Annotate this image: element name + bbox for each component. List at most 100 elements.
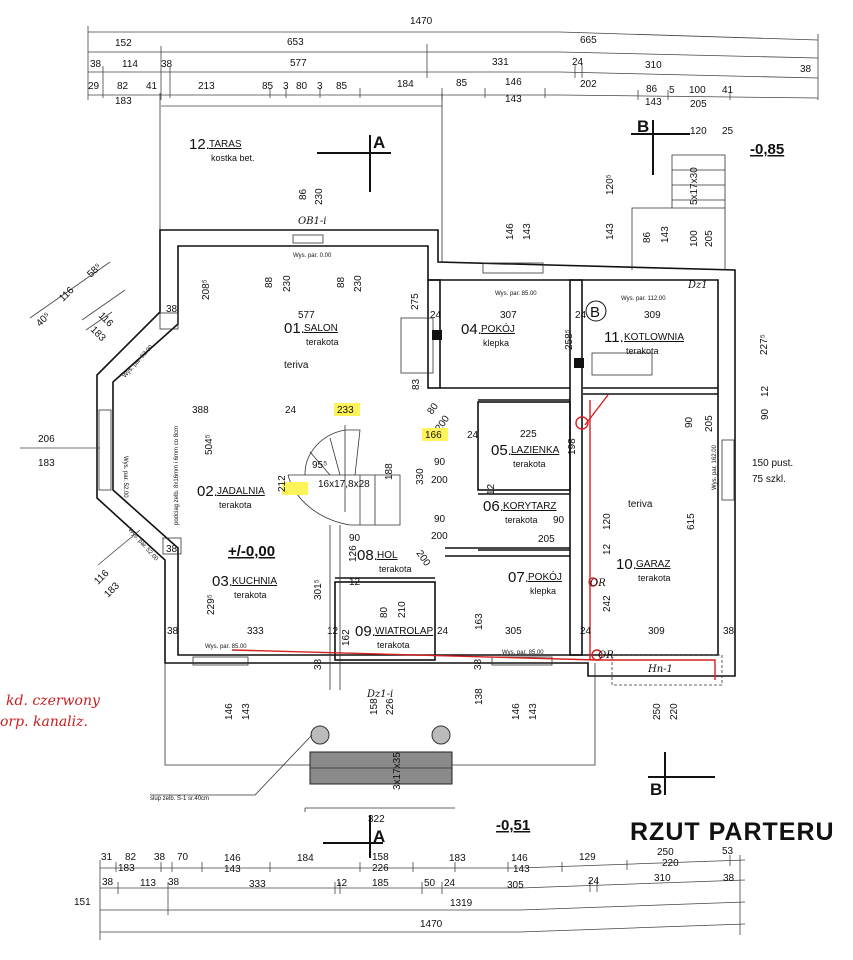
bottom-dimension-label: 183 [118, 863, 135, 874]
interior-dimension-label: 143 [528, 703, 539, 720]
top-dimension-label: 152 [115, 38, 132, 49]
interior-dimension-label: 309 [644, 310, 661, 321]
interior-dimension-label: 242 [602, 595, 613, 612]
terrace-outline [159, 93, 443, 262]
interior-dimension-label: 146 [505, 223, 516, 240]
interior-dimension-label: 138 [474, 688, 485, 705]
interior-dimension-label: 86 [298, 188, 309, 200]
interior-dimension-label: 12 [486, 483, 497, 495]
room-finish: terakota [379, 564, 412, 574]
interior-dimension-label: 24 [580, 626, 592, 637]
interior-dimension-label: 12 [602, 543, 613, 555]
top-dimension-label: 665 [580, 35, 597, 46]
room-number: 04. [461, 321, 482, 338]
bottom-dimension-label: 310 [654, 873, 671, 884]
bottom-dimension-label: 82 [125, 852, 137, 863]
element-code: OR [590, 578, 606, 589]
interior-dimension-label: 86 [642, 231, 653, 243]
interior-dimension-label: 205 [704, 230, 715, 247]
interior-dimension-label: 198 [567, 438, 578, 455]
room-finish: kostka bet. [211, 153, 255, 163]
interior-dimension-label: 301⁵ [313, 579, 324, 600]
garage-side-stairs [631, 154, 726, 270]
room-name: SALON [304, 323, 338, 334]
room-name: KUCHNIA [232, 576, 277, 587]
bottom-dimension-label: 113 [140, 878, 156, 889]
interior-dimension-label: 162 [341, 629, 352, 646]
interior-dimension-label: 200 [431, 475, 448, 486]
room-finish: terakota [505, 515, 538, 525]
interior-dimension-label: 146 [511, 703, 522, 720]
handwritten-note: orp. kanaliz. [0, 714, 88, 730]
interior-dimension-label: 230 [282, 275, 293, 292]
room-finish: terakota [219, 500, 252, 510]
top-dimension-label: 85 [336, 81, 348, 92]
stair-spec-label: 5x17x30 [689, 167, 700, 205]
top-dimension-label: 38 [90, 59, 102, 70]
interior-dimension-label: 158 [369, 698, 380, 715]
bottom-dimension-label: 38 [168, 877, 180, 888]
top-dimension-label: 86 [646, 84, 658, 95]
interior-dimension-label: 146 [224, 703, 235, 720]
interior-dimension-label: 90 [684, 416, 695, 428]
top-dimension-label: 41 [146, 81, 158, 92]
bottom-dimension-label: 50 [424, 878, 436, 889]
bottom-dimension-label: 151 [74, 897, 91, 908]
room-name: GARAZ [636, 559, 670, 570]
interior-dimension-label: 83 [411, 378, 422, 390]
element-code: Hn-1 [647, 664, 673, 675]
room-finish: terakota [234, 590, 267, 600]
room-finish: klepka [530, 586, 556, 596]
interior-dimension-label: 330 [415, 468, 426, 485]
bottom-dimension-label: 24 [588, 876, 600, 887]
top-dimension-label: 331 [492, 57, 509, 68]
drawing-title: RZUT PARTERU [630, 818, 835, 846]
interior-dimension-label: 205 [538, 534, 555, 545]
bottom-dimension-label: 38 [154, 852, 166, 863]
bottom-dimension-label: 158 [372, 852, 389, 863]
element-code: OR [598, 650, 614, 661]
grid-axis-bubble [585, 300, 607, 322]
interior-dimension-label: 24 [285, 405, 297, 416]
interior-dimension-label: 577 [298, 310, 315, 321]
interior-dimension-label: 90 [760, 408, 771, 420]
sill-height-note: Wys. par. 112.00 [621, 296, 666, 302]
section-line-a-top [317, 135, 391, 192]
bottom-dimension-label: 143 [513, 864, 530, 875]
bottom-dimension-label: 250 [657, 847, 674, 858]
top-dimension-label: 205 [690, 99, 707, 110]
interior-dimension-label: 24 [467, 430, 479, 441]
room-finish: terakota [377, 640, 410, 650]
bottom-dimension-label: 305 [507, 880, 524, 891]
room-finish: klepka [483, 338, 509, 348]
top-dimension-label: 143 [645, 97, 662, 108]
top-dimension-label: 41 [722, 85, 734, 96]
interior-dimension-label: 38 [723, 626, 735, 637]
interior-dimension-label: 38 [166, 544, 178, 555]
interior-dimension-label: 205 [704, 415, 715, 432]
interior-dimension-label: 38 [313, 658, 324, 670]
bottom-dimension-label: 12 [336, 878, 348, 889]
interior-dimension-label: 90 [434, 457, 446, 468]
interior-dimension-label: 220 [669, 703, 680, 720]
room-number: 02. [197, 483, 218, 500]
bottom-dimension-label: 38 [723, 873, 735, 884]
column-left [310, 725, 330, 745]
bottom-dimension-label: 220 [662, 858, 679, 869]
section-line-b-top [631, 120, 690, 175]
element-code: Dz1 [687, 280, 708, 291]
interior-dimension-label: 120⁵ [605, 174, 616, 195]
interior-dimension-label: 275 [410, 293, 421, 310]
bottom-dimension-label: 1319 [450, 898, 473, 909]
interior-dimension-label: 90 [553, 515, 565, 526]
bottom-dimension-label: 184 [297, 853, 314, 864]
red-sewer-markup [231, 394, 716, 680]
section-mark: A [373, 133, 385, 152]
interior-dimension-label: 388 [192, 405, 209, 416]
sill-height-note: Wys. par. 52.00 [122, 344, 155, 379]
top-dimension-label: 82 [117, 81, 129, 92]
bottom-dimension-label: 38 [102, 877, 114, 888]
interior-dimension-label: 208⁵ [201, 279, 212, 300]
top-dimension-label: 38 [161, 59, 173, 70]
